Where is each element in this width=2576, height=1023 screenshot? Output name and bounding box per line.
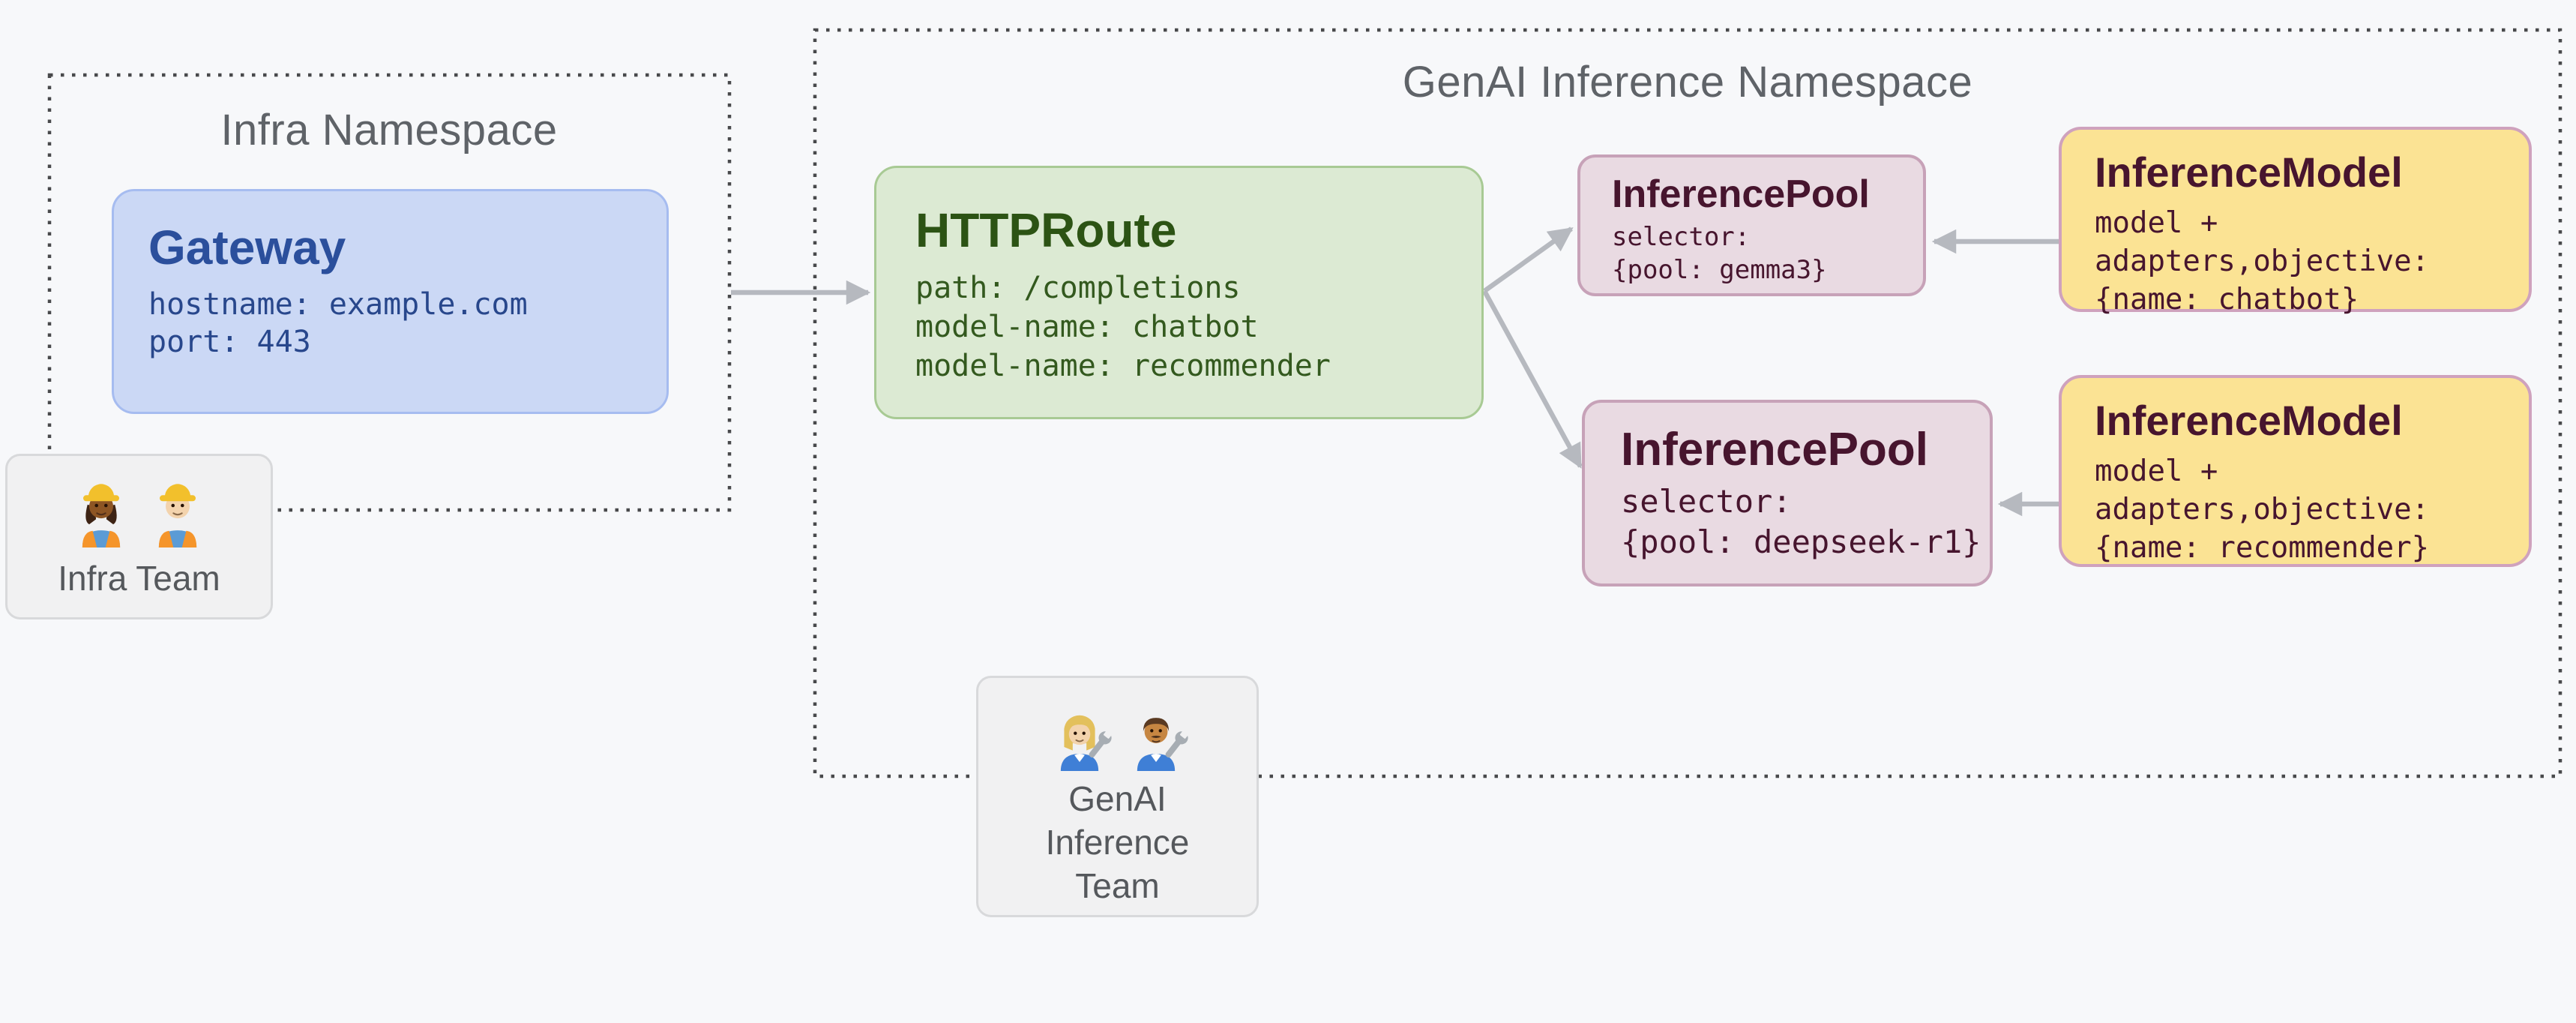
gateway-hostname-line: hostname: example.com [148, 286, 528, 322]
model-name-chatbot-line: {name: chatbot} [2095, 282, 2359, 316]
woman-construction-worker-icon [82, 484, 120, 548]
man-construction-worker-icon [158, 484, 196, 548]
man-mechanic-icon [1137, 718, 1190, 771]
gateway-title: Gateway [148, 220, 346, 274]
inference-model-recommender-node: InferenceModel model + adapters,objectiv… [2059, 375, 2532, 567]
inference-model-title: InferenceModel [2095, 397, 2403, 444]
woman-mechanic-icon [1060, 715, 1113, 771]
pool-deepseek-line: {pool: deepseek-r1} [1621, 524, 1981, 561]
genai-namespace-title: GenAI Inference Namespace [1402, 58, 1973, 106]
model-plus-line: model + [2095, 454, 2218, 488]
httproute-modelname-chatbot-line: model-name: chatbot [915, 309, 1259, 344]
wrench-icon [1089, 728, 1113, 758]
inference-model-chatbot-node: InferenceModel model + adapters,objectiv… [2059, 127, 2532, 316]
pool-selector-line: selector: [1612, 222, 1751, 253]
httproute-path-line: path: /completions [915, 270, 1241, 305]
genai-team-avatars [978, 699, 1257, 771]
infra-team-card: Infra Team [5, 454, 273, 620]
infra-namespace-border [47, 73, 732, 512]
gateway-node: Gateway hostname: example.com port: 443 [112, 189, 669, 414]
gateway-port-line: port: 443 [148, 324, 311, 359]
infra-team-avatars [7, 476, 271, 548]
httproute-node: HTTPRoute path: /completions model-name:… [874, 166, 1484, 419]
pool-selector-line: selector: [1621, 483, 1792, 520]
httproute-modelname-recommender-line: model-name: recommender [915, 348, 1331, 383]
inference-pool-deepseek-node: InferencePool selector: {pool: deepseek-… [1582, 400, 1993, 586]
edge-httproute-to-pool-deepseek [1482, 290, 1583, 469]
model-name-recommender-line: {name: recommender} [2095, 530, 2430, 565]
model-adapters-line: adapters,objective: [2095, 492, 2430, 526]
httproute-title: HTTPRoute [915, 203, 1177, 257]
inference-pool-title: InferencePool [1612, 172, 1870, 216]
infra-namespace-title: Infra Namespace [220, 106, 558, 154]
inference-pool-gemma3-node: InferencePool selector: {pool: gemma3} [1577, 154, 1926, 296]
inference-model-title: InferenceModel [2095, 148, 2403, 196]
model-plus-line: model + [2095, 206, 2218, 240]
genai-team-label: GenAI Inference Team [1045, 779, 1190, 905]
pool-gemma3-line: {pool: gemma3} [1612, 255, 1827, 286]
genai-team-card: GenAI Inference Team [976, 676, 1259, 917]
wrench-icon [1165, 728, 1190, 758]
genai-namespace-border [813, 28, 2563, 778]
inference-pool-title: InferencePool [1621, 424, 1928, 476]
edge-httproute-to-pool-gemma3 [1483, 226, 1574, 293]
infra-team-label: Infra Team [58, 559, 220, 598]
model-adapters-line: adapters,objective: [2095, 244, 2430, 278]
